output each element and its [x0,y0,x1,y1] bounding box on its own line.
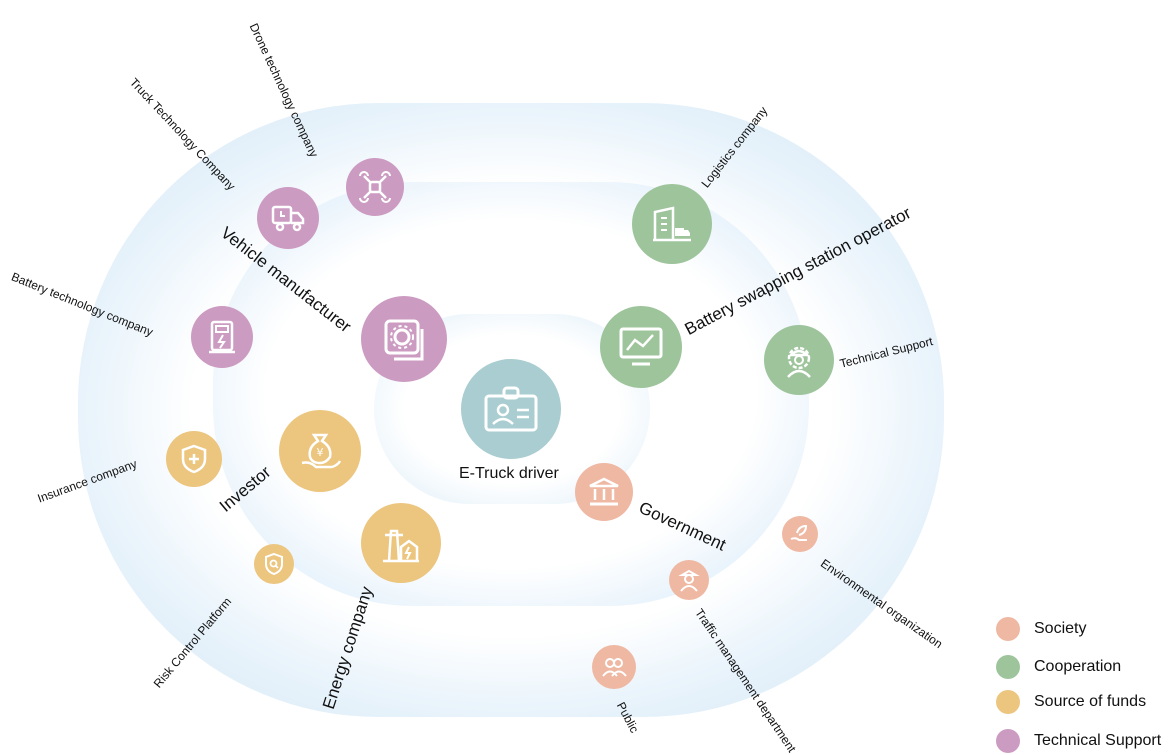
monitor-chart-icon [619,327,663,366]
legend-swatch [996,690,1020,714]
money-bag-icon: ¥ [301,433,342,469]
warehouse-icon [653,206,691,242]
legend-label: Source of funds [1034,693,1147,710]
drone-tech-node [346,158,404,216]
vehicle-manufacturer-node [361,296,447,382]
charging-station-icon [209,320,235,354]
legend-item-source-of-funds: Source of funds [996,689,1146,715]
svg-text:¥: ¥ [317,446,324,459]
battery-swapping-node [600,306,682,388]
drone-icon [359,171,391,203]
public-node [592,645,636,689]
investor-node: ¥ [279,410,361,492]
leaf-hand-icon [790,524,808,541]
e-truck-driver-node [461,359,561,459]
legend-label: Society [1034,620,1087,637]
legend-swatch [996,729,1020,753]
id-card-icon [484,386,538,432]
energy-company-node [361,503,441,583]
battery-tech-node [191,306,253,368]
legend-swatch [996,655,1020,679]
shield-plus-icon [181,444,207,474]
environmental-node [782,516,818,552]
e-truck-driver-label: E-Truck driver [459,465,559,482]
logistics-node [632,184,712,264]
legend-label: Technical Support [1034,732,1162,749]
truck-icon [271,205,305,232]
risk-control-node [254,544,294,584]
gear-icon [384,319,424,361]
engineer-icon [787,346,811,378]
truck-tech-node [257,187,319,249]
legend-label: Cooperation [1034,658,1122,675]
legend-item-cooperation: Cooperation [996,654,1121,680]
power-plant-icon [383,529,419,563]
bank-icon [589,477,619,506]
legend-item-society: Society [996,616,1086,642]
shield-search-icon [265,552,283,576]
legend-item-technical-support: Technical Support [996,728,1161,754]
technical-support-node [764,325,834,395]
people-icon [602,658,627,677]
traffic-node [669,560,709,600]
insurance-node [166,431,222,487]
legend-swatch [996,617,1020,641]
police-officer-icon [678,569,700,592]
government-node [575,463,633,521]
